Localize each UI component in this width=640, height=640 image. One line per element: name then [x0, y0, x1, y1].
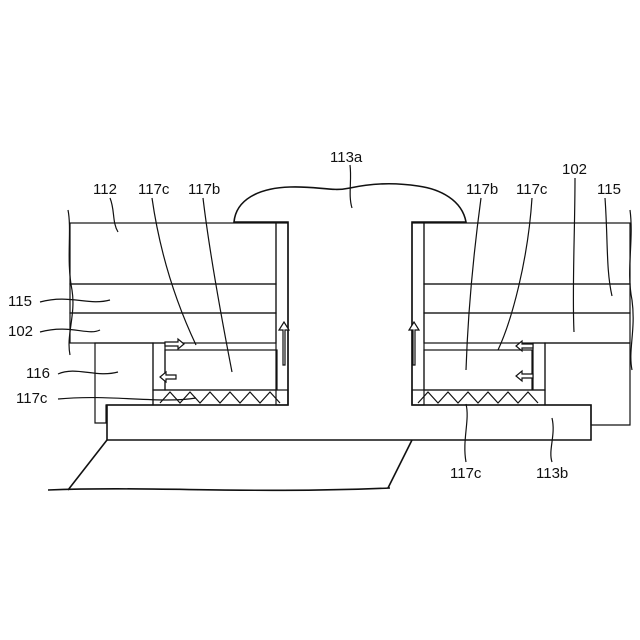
- label-102-left: 102: [8, 323, 33, 340]
- layer-102: [70, 313, 630, 343]
- label-117c-top-right: 117c: [516, 181, 548, 198]
- plug-113: [107, 184, 591, 440]
- board-base: [48, 440, 412, 490]
- label-117c-top-left: 117c: [138, 181, 170, 198]
- label-113b: 113b: [536, 465, 568, 482]
- layer-116: [95, 343, 630, 425]
- label-112: 112: [93, 181, 117, 198]
- label-117b-top-left: 117b: [188, 181, 220, 198]
- label-117c-bottom: 117c: [450, 465, 482, 482]
- layer-117b: [165, 350, 532, 390]
- label-115-left: 115: [8, 293, 32, 310]
- label-102-top-right: 102: [562, 161, 587, 178]
- label-115-top-right: 115: [597, 181, 621, 198]
- label-117c-left: 117c: [16, 390, 48, 407]
- label-116: 116: [26, 365, 50, 382]
- gap-liners: [276, 223, 424, 405]
- layer-117c: [153, 343, 545, 405]
- part-labels: 113a 112 117c 117b 117b 117c 102 115 115…: [8, 149, 621, 482]
- label-117b-top-right: 117b: [466, 181, 498, 198]
- layer-112: [70, 223, 630, 284]
- label-113a: 113a: [330, 149, 363, 166]
- flow-arrows: [160, 322, 533, 382]
- layer-115: [70, 284, 630, 313]
